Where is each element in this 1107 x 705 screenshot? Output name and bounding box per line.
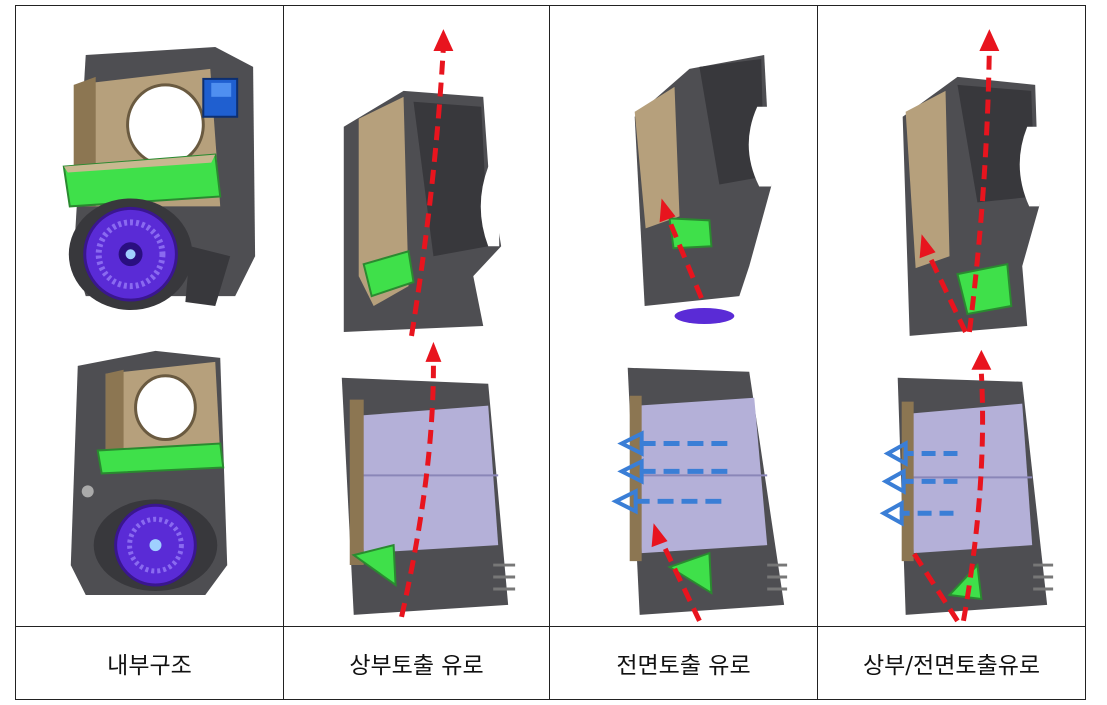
front-vent-arrow-icon <box>879 440 958 527</box>
top-front-discharge-render <box>879 29 1054 623</box>
caption-top-front-discharge: 상부/전면토출유로 <box>817 626 1086 700</box>
panel-front-discharge <box>549 5 818 627</box>
airflow-arrow-icon <box>911 29 1000 623</box>
airflow-arrow-icon <box>399 29 454 618</box>
panel-top-discharge <box>283 5 550 627</box>
caption-top-discharge: 상부토출 유로 <box>283 626 550 700</box>
upper-section <box>343 90 502 332</box>
front-vent-arrow-icon <box>611 430 728 515</box>
upper-section <box>902 76 1040 336</box>
upper-assembly <box>62 47 256 311</box>
lower-section <box>897 377 1054 615</box>
lower-section <box>341 377 516 615</box>
front-discharge-render <box>611 54 788 622</box>
airflow-arrow-icon <box>651 198 704 622</box>
fan-impeller-icon <box>93 499 218 591</box>
top-discharge-render <box>341 29 516 618</box>
fan-impeller-icon <box>68 198 193 311</box>
upper-section <box>634 54 772 324</box>
lower-section <box>627 367 788 615</box>
panel-top-front-discharge <box>817 5 1086 627</box>
panel-internal-structure <box>15 5 284 627</box>
internal-structure-render <box>62 47 256 595</box>
lower-assembly <box>70 350 228 595</box>
figure-table: 내부구조 상부토출 유로 전면토출 유로 상부/전면토출유로 <box>15 5 1086 700</box>
caption-internal-structure: 내부구조 <box>15 626 284 700</box>
caption-front-discharge: 전면토출 유로 <box>549 626 818 700</box>
